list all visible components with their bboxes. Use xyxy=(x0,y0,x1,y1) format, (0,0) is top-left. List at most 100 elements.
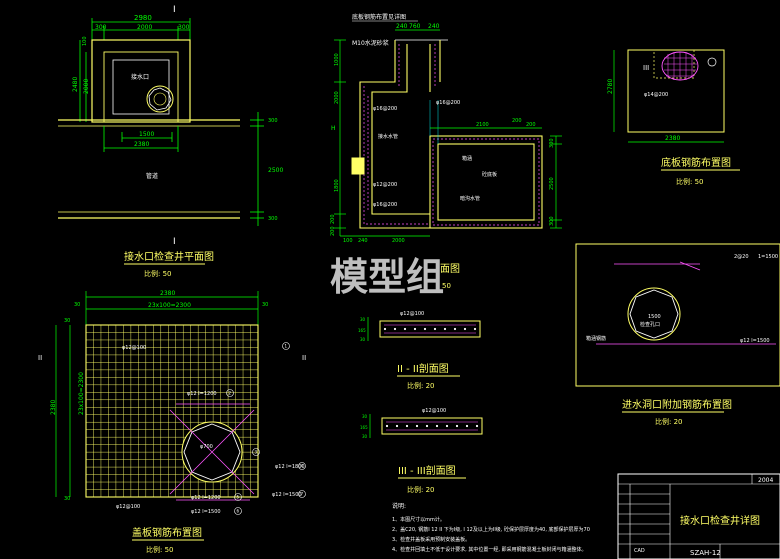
opening-label-rebar: φ12 l=1500 xyxy=(740,338,770,344)
plan-view: 2980 300 2000 300 I 接水口 2480 2000 100 管道 xyxy=(58,5,283,278)
rebar-dot xyxy=(393,327,397,331)
section-dim-top-2: 760 xyxy=(409,23,421,30)
section-dim-right-1: 300 xyxy=(549,138,555,148)
title-block-main: 接水口检查井详图 xyxy=(680,514,760,527)
section-dim-right-3: 300 xyxy=(549,216,555,226)
notes-line-4: 4、检查井回填土不低于设计要求, 其中位置一经, 即采用钢筋混凝土板封闭与箱涵整… xyxy=(392,546,587,553)
plan-dim-top-3: 300 xyxy=(178,24,190,31)
opening-circle-dim: 1500 xyxy=(648,314,661,320)
detail3-scale: 比例: 20 xyxy=(407,485,435,494)
grid-dim-top-overall: 2380 xyxy=(160,290,175,297)
grid-section-mark-left: II xyxy=(38,354,42,362)
rebar-dot xyxy=(395,424,399,428)
section-dim-right-2: 2500 xyxy=(549,177,555,190)
section-dim-top-1: 240 xyxy=(396,23,408,30)
base-plan-scale: 比例: 50 xyxy=(676,177,704,186)
opening-dim-top-2: 1=1500 xyxy=(758,254,778,260)
plan-dim-overall: 2380 xyxy=(134,141,149,148)
plan-dim-top-1: 300 xyxy=(95,24,107,31)
detail2-dim-1: 30 xyxy=(360,317,366,322)
bubble-4: 4 xyxy=(301,464,304,469)
detail3-title: III - III剖面图 xyxy=(398,464,456,477)
rebar-dot xyxy=(403,327,407,331)
base-plan-section-mark: III xyxy=(643,64,649,72)
base-plan-rebar: φ14@200 xyxy=(644,92,668,98)
opening-title: 进水洞口附加钢筋布置图 xyxy=(622,398,732,411)
detail3-dim-3: 30 xyxy=(362,434,368,439)
title-block-year: 2004 xyxy=(758,477,773,484)
grid-section-mark-right: II xyxy=(302,354,306,362)
detail2-scale: 比例: 20 xyxy=(407,381,435,390)
rebar-dot xyxy=(383,327,387,331)
plan-section-mark-top: I xyxy=(173,5,176,15)
plan-title: 接水口检查井平面图 xyxy=(124,250,214,263)
rebar-dot xyxy=(465,424,469,428)
section-top-note: 底板钢筋布置见详图 xyxy=(352,13,406,21)
detail2-dim-3: 30 xyxy=(360,337,366,342)
notes-line-2: 2、盖C20, 钢筋I 12 II 下为I级, I 12及以上为II级, 砼保护… xyxy=(392,526,590,533)
grid-title: 盖板钢筋布置图 xyxy=(132,526,202,539)
section-dim-left-1: 1000 xyxy=(334,53,340,66)
title-block: 接水口检查井详图 SZAH-12 2004 CAD xyxy=(617,473,780,559)
section-dim-left-3: H xyxy=(331,125,336,132)
grid-label-4: φ12 l=1800 xyxy=(275,464,305,470)
section-dim-bottom-3: 2000 xyxy=(392,238,405,244)
watermark: 模型组 xyxy=(330,255,444,299)
detail2-title: II - II剖面图 xyxy=(397,362,449,375)
section-view: 底板钢筋布置见详图 M10水泥砂浆 240 760 240 xyxy=(330,13,562,290)
section-rebar-2: φ12@200 xyxy=(373,182,397,188)
grid-dim-left-overall: 2380 xyxy=(50,400,57,415)
section-rebar-4: φ16@200 xyxy=(436,100,460,106)
base-plan-dim-left: 2780 xyxy=(607,79,614,94)
rebar-dot xyxy=(413,327,417,331)
plan-dim-right-3: 300 xyxy=(268,216,278,222)
opening-dim-top-1: 2@20 xyxy=(734,254,749,260)
grid-scale: 比例: 50 xyxy=(146,545,174,554)
detail3-dim-2: 165 xyxy=(360,425,368,430)
grid-label-5: φ12 l=1200 xyxy=(191,495,221,501)
rebar-dot xyxy=(423,327,427,331)
section-note-inlet: 接水水管 xyxy=(378,133,398,140)
base-plan: φ14@200 III 2780 2380 底板钢筋布置图 比例: 50 xyxy=(607,49,740,186)
plan-dim-left-1: 2480 xyxy=(72,77,79,92)
section-dim-left-4: 1800 xyxy=(334,179,340,192)
bubble-3: 3 xyxy=(255,450,258,455)
grid-label-8: φ12@100 xyxy=(116,504,140,510)
grid-dim-top-parts: 23x100=2300 xyxy=(148,302,191,309)
detail-3: φ12@100 30 165 30 III - III剖面图 比例: 20 xyxy=(360,408,483,494)
grid-label-3: φ700 xyxy=(200,444,213,450)
detail2-dim-2: 165 xyxy=(358,328,366,333)
bubble-7: 7 xyxy=(301,492,304,497)
grid-edge-1: 30 xyxy=(64,318,70,324)
opening-label-inside: 检查孔口 xyxy=(640,321,660,328)
section-dim-bottom-2: 240 xyxy=(358,238,368,244)
section-scale: 50 xyxy=(442,282,451,290)
plan-scale: 比例: 50 xyxy=(144,269,172,278)
section-dim-pipe-2: 200 xyxy=(512,118,522,124)
section-note-base: 砼底板 xyxy=(482,171,497,178)
bubble-6: 6 xyxy=(237,509,240,514)
rebar-dot xyxy=(445,424,449,428)
rebar-dot xyxy=(453,327,457,331)
bubble-1: 1 xyxy=(285,344,288,349)
rebar-dot xyxy=(405,424,409,428)
section-title: 面图 xyxy=(440,263,460,275)
detail-2: φ12@100 30 165 30 II - II剖面图 比例: 20 xyxy=(358,311,481,390)
section-rebar-3: φ16@200 xyxy=(373,202,397,208)
grid-edge-4: 30 xyxy=(262,302,268,308)
section-note-pump: 暗沟水管 xyxy=(460,195,480,202)
base-plan-dim-bottom: 2380 xyxy=(665,135,680,142)
base-plan-title: 底板钢筋布置图 xyxy=(661,156,731,169)
section-dim-left-6: 200 xyxy=(330,226,336,236)
bubble-5: 5 xyxy=(237,495,240,500)
rebar-dot xyxy=(415,424,419,428)
detail2-rebar: φ12@100 xyxy=(400,311,424,317)
detail3-rebar: φ12@100 xyxy=(422,408,446,414)
section-dim-bottom-1: 100 xyxy=(343,238,353,244)
rebar-dot xyxy=(433,327,437,331)
rebar-dot xyxy=(425,424,429,428)
grid-label-2: φ12 l=1200 xyxy=(187,391,217,397)
rebar-dot xyxy=(455,424,459,428)
rebar-dot xyxy=(463,327,467,331)
